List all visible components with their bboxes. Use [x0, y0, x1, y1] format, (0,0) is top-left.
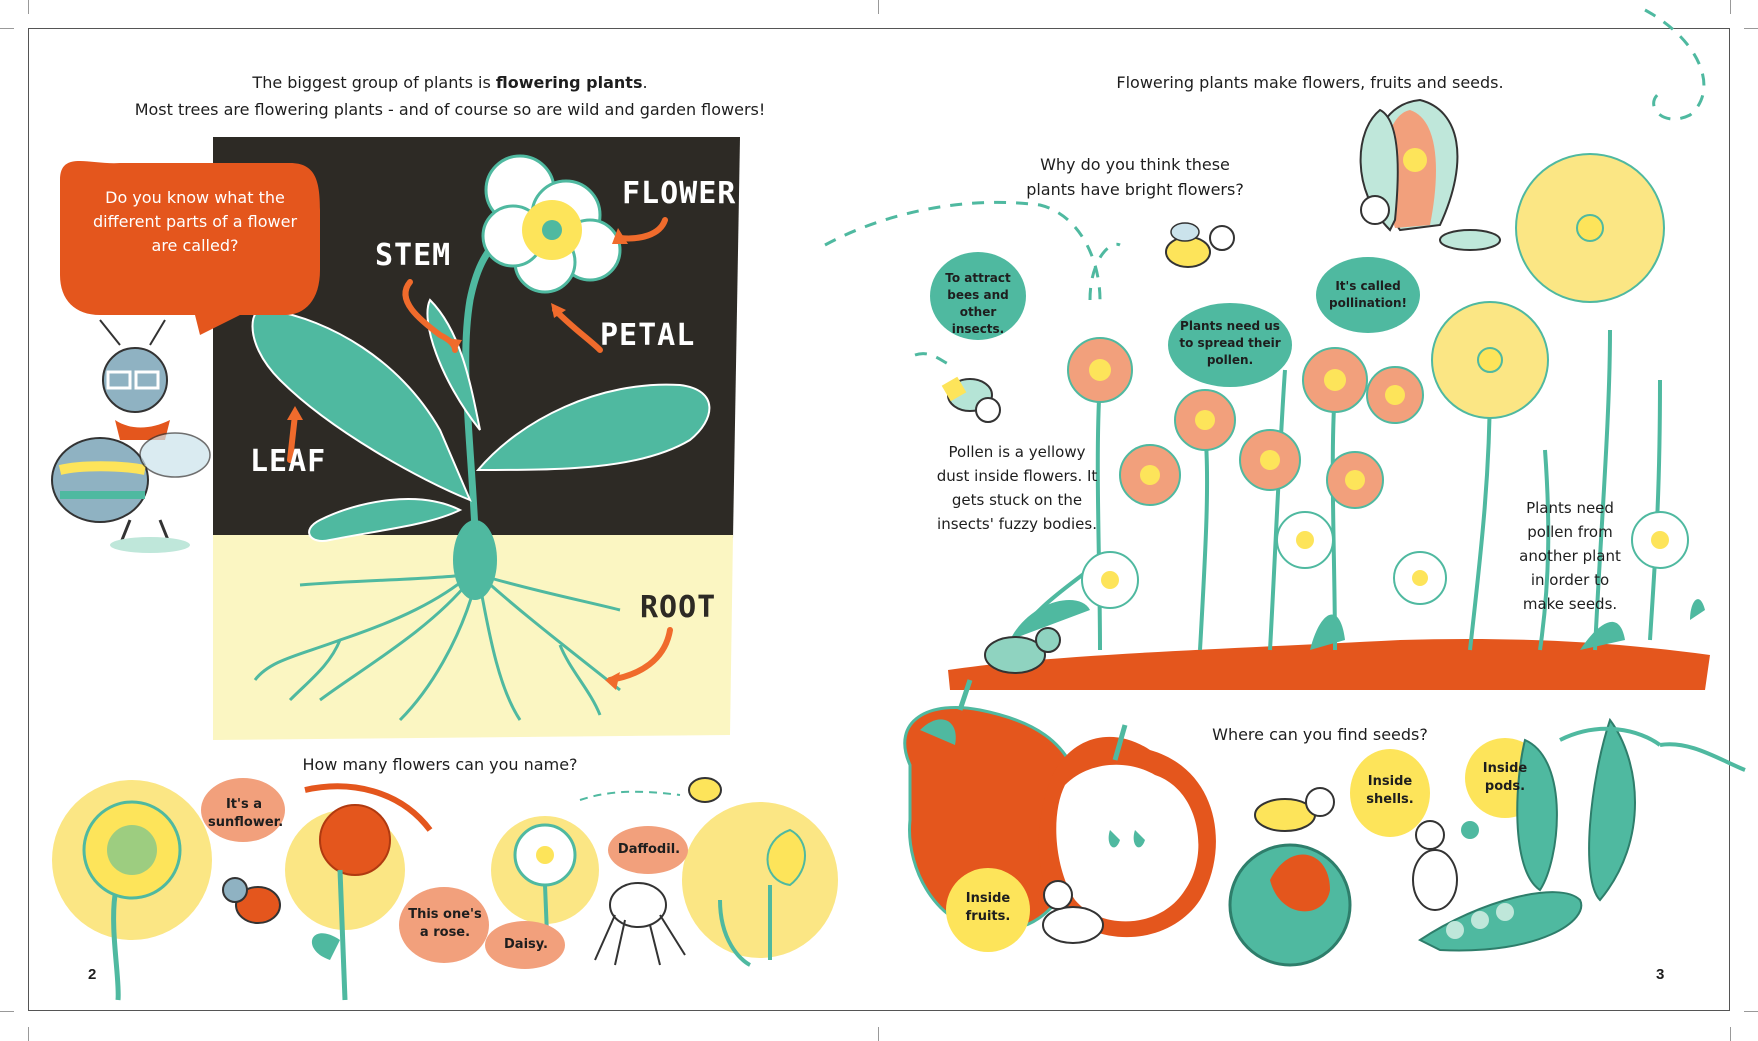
sunflower-bubble-shape: [201, 778, 285, 842]
seeds-question: Where can you find seeds?: [1212, 725, 1428, 744]
shells-bubble-text: Inside shells.: [1366, 774, 1414, 807]
leaf-left: [251, 307, 472, 502]
attract-bubble-text: To attract bees and other insects.: [945, 271, 1011, 336]
shells-bubble-shape: [1350, 749, 1430, 837]
crop-mark: [1730, 1027, 1731, 1041]
bug-on-chestnut: [1254, 787, 1335, 832]
beetle-near-fruits: [1042, 880, 1104, 944]
right-intro: Flowering plants make flowers, fruits an…: [1116, 73, 1504, 92]
label-leaf: LEAF: [250, 444, 327, 479]
fruits-bubble-text: Inside fruits.: [965, 891, 1011, 924]
pollination-bubble-shape: [1316, 257, 1420, 333]
plant-diagram: [213, 137, 740, 740]
bright-flowers-question: Why do you think these plants have brigh…: [1026, 155, 1244, 199]
spider: [594, 882, 686, 966]
crop-mark: [0, 1011, 14, 1012]
attract-bubble-shape: [930, 252, 1026, 340]
label-root: ROOT: [640, 590, 717, 625]
crop-mark: [1744, 1011, 1758, 1012]
daisy-daffodil-illustration: [491, 777, 838, 967]
sunflower-bubble-text: It's a sunflower.: [208, 797, 284, 830]
daffodil-bubble-text: Daffodil.: [617, 842, 681, 857]
crop-mark: [878, 1027, 879, 1041]
soil-strip: [948, 638, 1710, 690]
ladybird: [222, 877, 281, 924]
label-petal: PETAL: [600, 318, 696, 353]
intro-prefix: The biggest group of plants is: [252, 73, 496, 92]
crop-mark: [1730, 0, 1731, 14]
butterfly: [1359, 98, 1501, 251]
spread-bubble-shape: [1168, 303, 1292, 387]
daisy-bubble-shape: [485, 921, 565, 969]
apple-illustration: [903, 679, 1216, 938]
crop-mark: [0, 28, 14, 29]
bug-with-pea: [1412, 820, 1479, 911]
label-stem: STEM: [375, 238, 452, 273]
pollen-need-explanation: Plants need pollen from another plant in…: [1519, 499, 1621, 613]
roots-drawing: [253, 573, 621, 722]
crop-mark: [1744, 28, 1758, 29]
intro-suffix: .: [642, 73, 648, 92]
label-flower: FLOWER: [622, 176, 737, 211]
crop-mark: [878, 0, 879, 14]
leaf-right: [475, 383, 711, 472]
pollination-bubble-text: It's called pollination!: [1329, 279, 1407, 310]
pollen-explanation: Pollen is a yellowy dust inside flowers.…: [936, 443, 1098, 533]
book-spread-frame: [28, 28, 1730, 1011]
left-intro-line2: Most trees are flowering plants - and of…: [134, 100, 766, 119]
bee-character: [51, 319, 211, 553]
spread-bubble-text: Plants need us to spread their pollen.: [1179, 319, 1281, 367]
page-number-left: 2: [88, 966, 97, 983]
question-bubble-shape: [60, 160, 320, 335]
fruits-bubble-shape: [946, 868, 1030, 952]
rose-bubble-shape: [399, 887, 489, 963]
sunflower-illustration: [52, 780, 212, 1001]
chestnut-illustration: [1228, 843, 1352, 967]
rose-illustration: [285, 783, 433, 1001]
flower-head: [481, 154, 622, 294]
flower-garden: [1008, 153, 1705, 651]
flight-paths: [824, 8, 1706, 367]
pods-bubble-text: Inside pods.: [1482, 761, 1528, 794]
page-number-right: 3: [1656, 966, 1665, 983]
left-intro-line1: The biggest group of plants is flowering…: [120, 70, 780, 95]
rose-bubble-text: This one's a rose.: [408, 907, 482, 940]
aphid: [984, 627, 1061, 674]
parts-question-text: Do you know what the different parts of …: [92, 188, 298, 255]
name-flowers-question: How many flowers can you name?: [302, 755, 578, 774]
small-bee-top: [1165, 222, 1235, 268]
daisy-bubble-text: Daisy.: [504, 937, 548, 952]
daffodil-bubble-shape: [608, 826, 688, 874]
intro-bold-term: flowering plants: [495, 73, 643, 92]
small-bee-left: [941, 376, 1001, 423]
crop-mark: [28, 0, 29, 14]
pea-pods-illustration: [1418, 717, 1746, 952]
crop-mark: [28, 1027, 29, 1041]
